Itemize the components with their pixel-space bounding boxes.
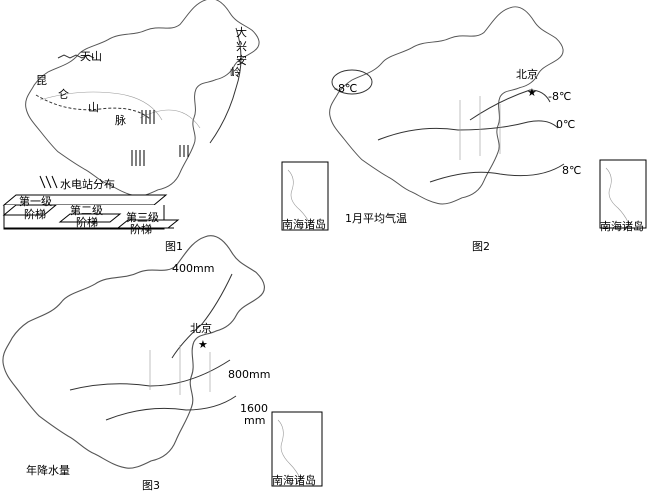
map2-title: 1月平均气温 (345, 211, 407, 225)
step-2-sub: 阶梯 (76, 215, 98, 229)
inset-box-3 (271, 411, 323, 487)
step-1-label: 第一级 (19, 194, 52, 208)
step-boundary-2 (139, 109, 201, 129)
isotherm-label-minus8-west: -8℃ (334, 82, 357, 95)
isotherm-minus8-west (331, 69, 373, 95)
tianshan-range (57, 54, 95, 59)
label-an: 安 (236, 53, 247, 67)
province-lines-3 (149, 345, 211, 395)
inset-coast-2 (605, 167, 629, 223)
kunlun-range (35, 94, 151, 120)
inset-label-1: 南海诸岛 (282, 217, 326, 231)
label-shan: 山 (88, 101, 99, 114)
daxinganling-range (209, 27, 242, 144)
isotherm-label-0: 0℃ (556, 118, 575, 131)
beijing-star-icon-3: ★ (198, 338, 208, 351)
map-1: 天山 昆 仑 山 脉 大 兴 安 岭 水电站分布 第一级 阶梯 第二级 阶梯 第… (2, 0, 329, 253)
caption-2: 图2 (472, 240, 490, 253)
isohyet-label-800: 800mm (228, 368, 270, 381)
inset-label-3: 南海诸岛 (272, 473, 316, 487)
caption-1: 图1 (165, 240, 183, 253)
label-mai: 脉 (115, 113, 126, 127)
step-2-label: 第二级 (70, 203, 103, 217)
isotherm-8 (429, 163, 565, 183)
map-3: 400mm 800mm 1600 mm 北京 ★ 年降水量 南海诸岛 图3 (2, 235, 323, 492)
inset-box-2 (599, 159, 647, 229)
terrain-steps-diagram: 第一级 阶梯 第二级 阶梯 第三级 阶梯 (2, 194, 180, 236)
inset-label-2: 南海诸岛 (600, 219, 644, 233)
province-lines-2 (459, 96, 501, 160)
label-tianshan: 天山 (80, 50, 102, 63)
isotherm-label-minus8-east: -8℃ (548, 90, 571, 103)
inset-coast-3 (277, 419, 301, 479)
inset-coast-1 (287, 169, 311, 225)
beijing-star-icon-2: ★ (527, 86, 537, 99)
label-da: 大 (236, 25, 247, 39)
isohyet-label-1600-unit: mm (244, 414, 265, 427)
label-xing: 兴 (236, 40, 247, 53)
isohyet-1600 (105, 395, 237, 421)
label-kun: 昆 (36, 74, 47, 87)
isohyet-label-1600: 1600 (240, 402, 268, 415)
hydro-hatch-areas (39, 110, 189, 189)
isotherm-minus8-east (469, 89, 551, 121)
isohyet-label-400: 400mm (172, 262, 214, 275)
label-ling: 岭 (230, 65, 241, 79)
isohyet-400 (171, 273, 233, 359)
step-1-sub: 阶梯 (24, 207, 46, 221)
label-lun: 仑 (58, 87, 69, 101)
isotherm-label-8: 8℃ (562, 164, 581, 177)
beijing-label-3: 北京 (190, 321, 212, 335)
caption-3: 图3 (142, 479, 160, 492)
map-2: -8℃ -8℃ 0℃ 8℃ 北京 ★ 1月平均气温 南海诸岛 图2 (329, 6, 647, 253)
step-boundary-1 (39, 91, 163, 121)
step-3-sub: 阶梯 (130, 222, 152, 236)
step-3-label: 第三级 (126, 210, 159, 224)
beijing-label-2: 北京 (516, 67, 538, 81)
isotherm-0 (377, 120, 559, 141)
legend-hydro-label: 水电站分布 (60, 177, 115, 191)
inset-box-1 (281, 161, 329, 231)
map3-title: 年降水量 (26, 463, 70, 477)
